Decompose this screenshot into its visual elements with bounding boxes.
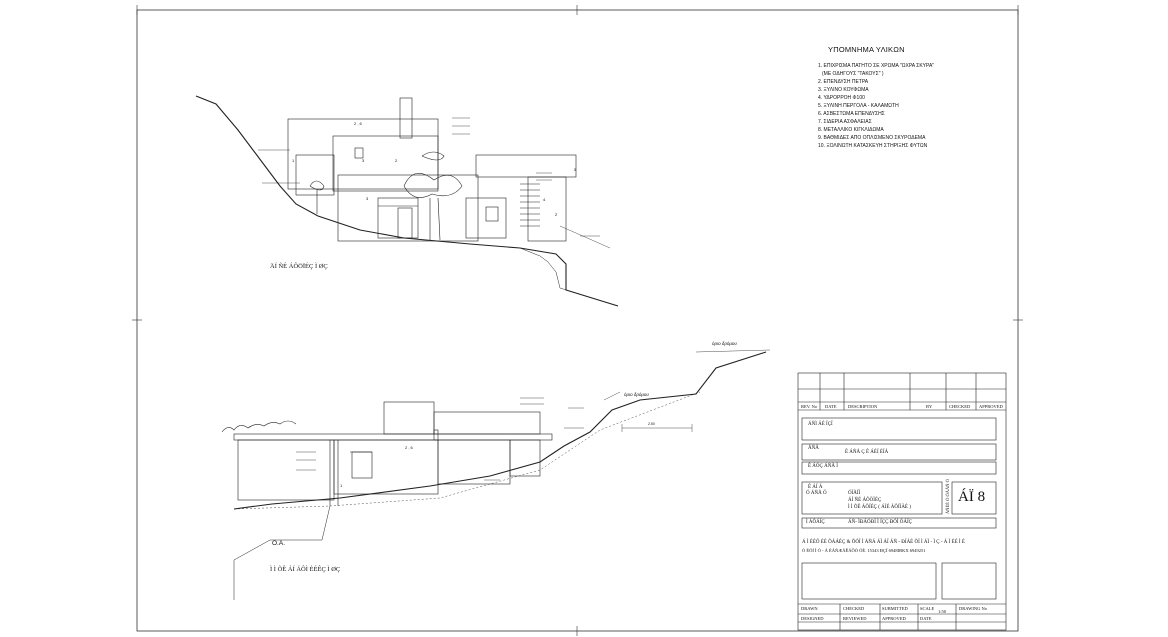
tag-lower-1: 2 , 6 [405,445,413,450]
title-block [797,372,1007,631]
legend-item-1b: (ΜΕ ΟΔΗΓΟΥΣ "ΤΑΚΟΥΣ" ) [822,71,884,77]
upper-terrain-line-2 [519,247,619,307]
tag-upper-1: 1 [292,158,295,163]
upper-view-title: ÄÍ ÑÉ ÁÔÖÏÉÇ Ì ØÇ [270,263,328,270]
legend-item-8: 8. ΜΕΤΑΛΛΙΚΟ ΚΙΓΚΛΙΔΩΜΑ [818,127,884,133]
upper-level-marks [258,117,611,249]
bottom-header-date: DATE [920,616,932,621]
road-label-1: όριο δρόμου [712,341,737,346]
lower-section [221,349,771,600]
drawing-number: ÁÏ 8 [958,489,986,505]
rev-header-approved: APPROVED [979,404,1003,409]
tag-upper-5: 2 [555,212,558,217]
legend-item-7: 7. ΣΙΔΕΡΙΑ ΑΣΦΑΛΕΙΑΣ [818,119,872,125]
legend-title: ΥΠΟΜΝΗΜΑ ΥΛΙΚΩΝ [828,45,905,54]
owner-label: ÅÑÃ [808,446,819,451]
drawing-label-2: Ó ÁÑÃ Ö [806,491,827,496]
rev-header-checked: CHECKED [949,404,971,409]
tag-upper-8: 5 [574,167,577,172]
notes-value: ÁÑ- ÌÐÁÓÐÏ Ì ÍÇÇ ÐÓÌ ÒÁÏÇ [848,520,913,525]
bottom-header-drawn: DRAWN [801,606,818,611]
drawing-line-3: Ì Ì ÕÊ ÁÔÏÉÇ ( ÁÏÉ ÁÔÍÏÄÉ ) [848,505,911,510]
lower-footing [233,505,331,600]
legend-item-5: 5. ΞΥΛΙΝΗ ΠΕΡΓΟΛΑ - ΚΑΛΑΜΩΤΗ [818,103,899,109]
company-line-1: Á Ì ÉÉÔ ÉÉ ÕÁÁÉÇ & ÕÓÏ Ì ÁÑÁ ÁÏ ÁÏ ÁÑ - … [802,540,965,545]
oa-label: Ο.Α. [272,540,286,547]
bottom-header-submitted: SUBMITTED [882,606,908,611]
lower-level-marks [296,349,771,481]
drawing-line-2: ÁÍ ÑÉ ÁÔÖÏÉÇ [848,498,882,503]
dim-label: 2.50 [648,422,655,426]
tag-upper-2: 2 [395,158,398,163]
owner-value: Ê ÁÑÅ Ç Ê ÁÉÏ ÈÏÁ [845,450,889,455]
legend-item-1: 1. ΕΠΙΧΡΙΣΜΑ ΠΑΤΗΤΟ ΣΕ ΧΡΩΜΑ "ΩΧΡΑ ΣΚΥΡΑ… [818,63,935,69]
upper-tree-2 [403,173,463,241]
bottom-header-checked: CHECKED [843,606,865,611]
legend-item-3: 3. ΞΥΛΙΝΟ ΚΟΥΦΩΜΑ [818,87,869,93]
tag-upper-7: 4 [543,197,546,202]
bottom-header-designed: DESIGNED [801,616,824,621]
upper-tree-1 [309,180,325,214]
tag-upper-6: 3 [366,196,369,201]
company-line-2: Ó ÉÕÍ Ì Ó - Á ÈÁÑÆÃÊÁÔÓ ÓÈ. 15343 ÐÇÍ 69… [802,548,926,553]
drawing-label: Ê ÁÏ Á [808,485,823,490]
border-ticks [132,5,1023,636]
bottom-header-reviewed: REVIEWED [843,616,867,621]
drawing-line-1: ÓÏÃÍÏ [848,491,861,496]
upper-elevation [195,95,619,307]
legend-item-4: 4. ΥΔΡΟΡΡΟΗ Φ100 [818,95,865,101]
rev-header-description: DESCRIPTION [848,404,878,409]
sheet-border [136,9,1019,632]
bottom-header-drawing-no: DRAWING No [959,606,988,611]
tag-lower-2: 1 [340,483,343,488]
rev-header-no: REV. No [801,404,818,409]
legend-item-10: 10. ΞΟΛΙΝΩΤΗ ΚΑΤΑΣΚΕΥΗ ΣΤΗΡΙΞΗΣ ΦΥΤΩΝ [818,143,928,149]
lower-roof-plants [221,420,297,433]
rev-header-by: BY [926,404,933,409]
lower-view-title: Ì Ì ÕÊ ÁÍ ÁÔÌ ÈÉÊÇ Ì ØÇ [270,566,341,573]
rev-header-date: DATE [825,404,837,409]
lower-terrain-line [233,351,767,510]
legend-item-9: 9. ΒΑΘΜΙΔΕΣ ΑΠΟ ΟΠΛΙΣΜΕΝΟ ΣΚΥΡΟΔΕΜΑ [818,135,926,141]
project-label: ÁÑÌ ÄÉ ÏÇÏ [808,422,833,427]
tag-upper-3: 3 [362,158,365,163]
scale-value: 1:50 [938,609,947,614]
tag-upper-4: 2 , 6 [354,121,362,126]
upper-tree-3 [421,151,445,161]
drawing-side-text: ÁÑÉÈ Ó ÓÃÁÑ Ö [945,479,950,514]
bottom-header-scale: SCALE [920,606,935,611]
upper-terrain-line [195,95,619,307]
upper-stairs [520,183,540,227]
notes-label: Ì ÁÔÁÏÇ [806,520,825,525]
legend-item-6: 6. ΑΣΒΕΣΤΩΜΑ ΕΠΕΝΔΥΣΗΣ [818,111,885,117]
lower-terrain-line-2 [233,391,701,510]
legend-item-2: 2. ΕΠΕΝΔΥΣΗ ΠΕΤΡΑ [818,79,869,85]
location-label: Ê ÁÓÇ ÁÑÃ Ï [808,464,838,469]
bottom-header-approved: APPROVED [882,616,906,621]
road-label-2: όριο δρόμου [624,392,649,397]
